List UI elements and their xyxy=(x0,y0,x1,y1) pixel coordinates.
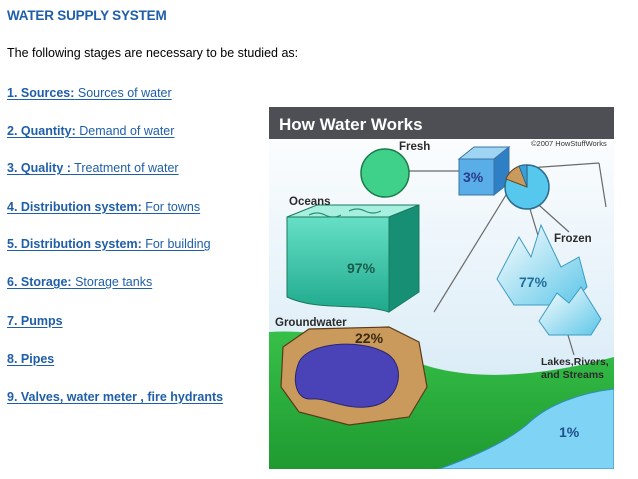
intro-text: The following stages are necessary to be… xyxy=(7,46,299,60)
stage-label: 7. Pumps xyxy=(7,314,63,328)
stage-label: 3. Quality : xyxy=(7,161,71,175)
stage-label: 6. Storage: xyxy=(7,275,72,289)
oceans-pct: 97% xyxy=(347,260,376,276)
fresh-pct: 3% xyxy=(463,169,484,185)
stage-storage[interactable]: 6. Storage: Storage tanks xyxy=(7,275,152,289)
surface-slice xyxy=(518,164,528,188)
stage-desc: Storage tanks xyxy=(71,275,153,289)
stage-label: 1. Sources: xyxy=(7,86,75,100)
frozen-pct: 77% xyxy=(519,274,548,290)
stage-quantity[interactable]: 2. Quantity: Demand of water xyxy=(7,124,174,138)
stage-desc: For building xyxy=(141,237,211,251)
fresh-water-sphere xyxy=(360,148,410,198)
lakes-label-line2: and Streams xyxy=(541,369,604,381)
page-title: WATER SUPPLY SYSTEM xyxy=(7,8,167,23)
lakes-label-line1: Lakes,Rivers, xyxy=(541,356,609,368)
copyright-text: ©2007 HowStuffWorks xyxy=(531,139,607,148)
groundwater-pct: 22% xyxy=(355,330,384,346)
stage-pipes[interactable]: 8. Pipes xyxy=(7,352,54,366)
stage-sources[interactable]: 1. Sources: Sources of water xyxy=(7,86,172,100)
stage-desc: Sources of water xyxy=(74,86,172,100)
how-water-works-infographic: How Water Works ©2007 HowStuffWorks Fres… xyxy=(269,107,614,469)
fresh-label: Fresh xyxy=(399,141,430,153)
stage-label: 9. Valves, water meter , fire hydrants xyxy=(7,390,224,404)
stage-desc: For towns xyxy=(141,200,201,214)
stage-distribution-towns[interactable]: 4. Distribution system: For towns xyxy=(7,200,200,214)
frozen-iceberg-small xyxy=(538,286,602,336)
stage-desc: Treatment of water xyxy=(70,161,179,175)
fresh-cube-front xyxy=(458,158,495,196)
river xyxy=(438,388,614,469)
ocean-front xyxy=(286,216,390,313)
stage-quality[interactable]: 3. Quality : Treatment of water xyxy=(7,161,179,175)
stage-distribution-building[interactable]: 5. Distribution system: For building xyxy=(7,237,211,251)
frozen-iceberg xyxy=(496,223,588,306)
stage-pumps[interactable]: 7. Pumps xyxy=(7,314,63,328)
stage-label: 4. Distribution system: xyxy=(7,200,142,214)
lakes-pct: 1% xyxy=(559,424,580,440)
infographic-heading: How Water Works xyxy=(279,115,423,134)
stage-desc: Demand of water xyxy=(75,124,175,138)
stage-valves[interactable]: 9. Valves, water meter , fire hydrants xyxy=(7,390,223,404)
stage-label: 2. Quantity: xyxy=(7,124,76,138)
oceans-label: Oceans xyxy=(289,196,331,208)
wave-lines xyxy=(308,208,382,218)
heading-bar xyxy=(269,107,614,139)
frozen-label: Frozen xyxy=(554,233,592,245)
groundwater-pool xyxy=(295,343,399,408)
stage-label: 8. Pipes xyxy=(7,352,55,366)
groundwater-label: Groundwater xyxy=(275,317,347,329)
stage-label: 5. Distribution system: xyxy=(7,237,142,251)
